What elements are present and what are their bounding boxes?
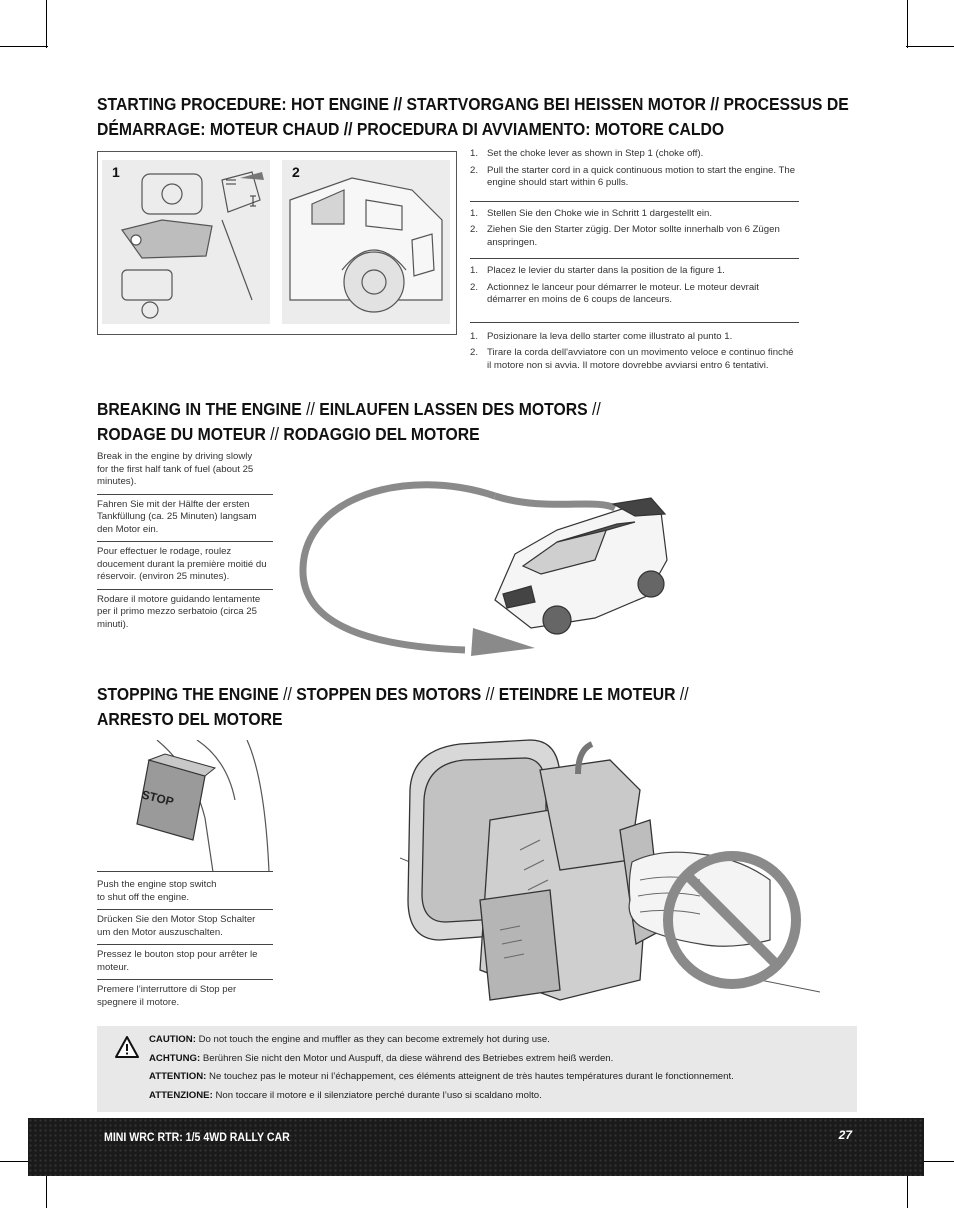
stop-switch-illustration: STOP bbox=[136, 740, 270, 872]
caution-line-french: ATTENTION: Ne touchez pas le moteur ni l… bbox=[149, 1071, 734, 1082]
figure-number: 1 bbox=[112, 164, 120, 180]
starting-title: STARTING PROCEDURE: HOT ENGINE // STARTV… bbox=[97, 92, 849, 142]
divider bbox=[97, 541, 273, 542]
step-item: 2.Ziehen Sie den Starter zügig. Der Moto… bbox=[470, 224, 780, 248]
starting-title-line2: DÉMARRAGE: MOTEUR CHAUD // PROCEDURA DI … bbox=[97, 119, 725, 139]
step-group-french: 1.Placez le levier du starter dans la po… bbox=[470, 259, 799, 316]
engine-illustration bbox=[400, 739, 820, 1001]
breaking-paragraph-italian: Rodare il motore guidando lentamente per… bbox=[97, 593, 261, 630]
stopping-paragraph-french: Pressez le bouton stop pour arrêter le m… bbox=[97, 949, 258, 973]
warning-triangle-icon bbox=[115, 1036, 139, 1058]
caution-line-german: ACHTUNG: Berühren Sie nicht den Motor un… bbox=[149, 1052, 614, 1064]
driving-loop-illustration bbox=[299, 481, 668, 656]
step-item: 2.Pull the starter cord in a quick conti… bbox=[470, 164, 796, 189]
curved-arrow-icon bbox=[299, 481, 497, 654]
step-group-german: 1.Stellen Sie den Choke wie in Schritt 1… bbox=[470, 202, 799, 259]
starting-title-line1: STARTING PROCEDURE: HOT ENGINE // STARTV… bbox=[97, 94, 849, 114]
starting-steps: 1.Set the choke lever as shown in Step 1… bbox=[470, 148, 799, 381]
footer-title: MINI WRC RTR: 1/5 4WD RALLY CAR bbox=[104, 1132, 290, 1144]
breaking-text: Break in the engine by driving slowly fo… bbox=[97, 449, 273, 636]
step-item: 1.Set the choke lever as shown in Step 1… bbox=[470, 148, 704, 159]
step-item: 1.Posizionare la leva dello starter come… bbox=[470, 330, 733, 342]
breaking-paragraph-german: Fahren Sie mit der Hälfte der ersten Tan… bbox=[97, 498, 257, 535]
stopping-paragraph-italian: Premere l’interruttore di Stop per spegn… bbox=[97, 984, 237, 1008]
step-group-english: 1.Set the choke lever as shown in Step 1… bbox=[470, 148, 799, 199]
rally-car-icon bbox=[494, 497, 668, 635]
breaking-paragraph-english: Break in the engine by driving slowly fo… bbox=[97, 451, 254, 487]
step-item: 1.Stellen Sie den Choke wie in Schritt 1… bbox=[470, 207, 713, 219]
stopping-paragraph-german: Drücken Sie den Motor Stop Schalter um d… bbox=[97, 914, 256, 938]
caution-box: CAUTION: Do not touch the engine and muf… bbox=[97, 1026, 857, 1112]
choke-lever-illustration bbox=[120, 171, 264, 319]
divider bbox=[97, 588, 273, 590]
divider bbox=[470, 200, 799, 202]
step-item: 2.Actionnez le lanceur pour démarrer le … bbox=[470, 281, 759, 306]
page-number: 27 bbox=[838, 1128, 852, 1142]
step-item: 1.Placez le levier du starter dans la po… bbox=[470, 265, 725, 276]
divider bbox=[470, 258, 799, 259]
caution-lines: CAUTION: Do not touch the engine and muf… bbox=[149, 1031, 734, 1105]
stopping-text: Push the engine stop switch to shut off … bbox=[97, 877, 273, 1014]
figure-panel-2: 2 bbox=[282, 160, 450, 324]
divider bbox=[97, 493, 273, 495]
starting-figure: 1 2 bbox=[97, 151, 457, 335]
car-side-illustration bbox=[289, 177, 443, 313]
breaking-paragraph-french: Pour effectuer le rodage, roulez douceme… bbox=[97, 546, 267, 582]
divider bbox=[470, 321, 799, 323]
figure-panel-1: 1 bbox=[102, 160, 270, 324]
stopping-title: STOPPING THE ENGINE // STOPPEN DES MOTOR… bbox=[97, 684, 689, 729]
caution-line-english: CAUTION: Do not touch the engine and muf… bbox=[149, 1034, 550, 1045]
prohibition-icon bbox=[663, 851, 801, 989]
divider bbox=[97, 979, 273, 980]
page-footer: MINI WRC RTR: 1/5 4WD RALLY CAR 27 bbox=[28, 1118, 924, 1176]
breaking-title: BREAKING IN THE ENGINE // EINLAUFEN LASS… bbox=[97, 399, 601, 444]
divider bbox=[97, 871, 273, 872]
divider bbox=[97, 944, 273, 945]
stopping-paragraph-english: Push the engine stop switch to shut off … bbox=[97, 879, 217, 903]
divider bbox=[97, 909, 273, 910]
step-item: 2.Tirare la corda dell'avviatore con un … bbox=[470, 347, 794, 371]
step-group-italian: 1.Posizionare la leva dello starter come… bbox=[470, 323, 799, 382]
figure-number: 2 bbox=[292, 164, 300, 180]
caution-line-italian: ATTENZIONE: Non toccare il motore e il s… bbox=[149, 1089, 542, 1101]
